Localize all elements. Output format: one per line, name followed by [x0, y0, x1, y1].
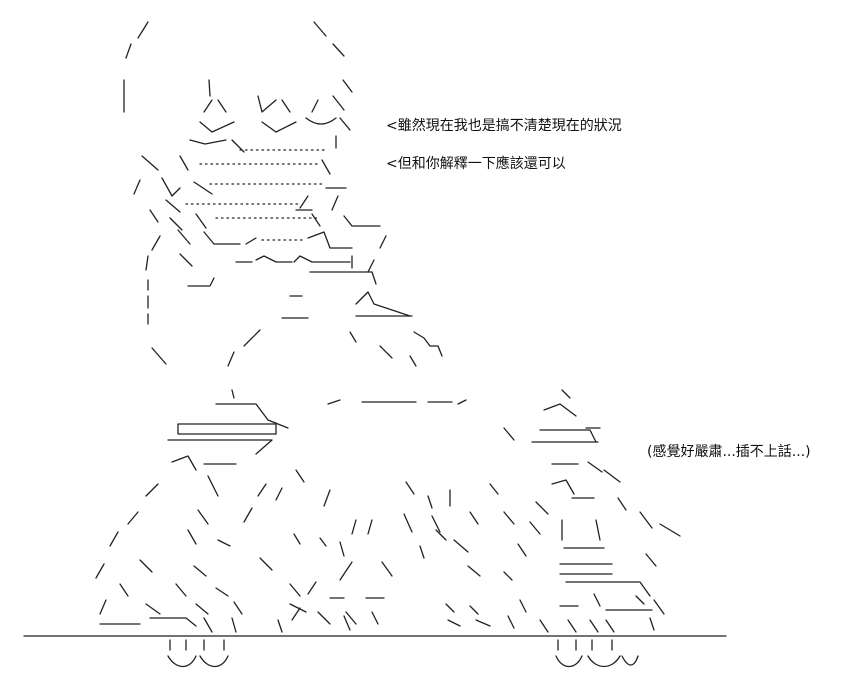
thought-line: (感覺好嚴肅...插不上話...) [647, 444, 811, 460]
seated-character-left [95, 389, 351, 668]
hands-on-table [291, 481, 515, 629]
seated-character-right [435, 389, 681, 668]
standing-character-figure [123, 21, 443, 367]
speech-line-2: <但和你解釋一下應該還可以 [386, 156, 566, 172]
speech-line-1: <雖然現在我也是搞不清楚現在的狀況 [386, 118, 622, 134]
table-edge [23, 399, 727, 637]
